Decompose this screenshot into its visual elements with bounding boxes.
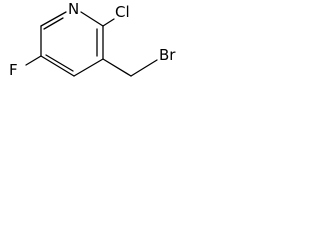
bond-n1-c6 <box>40 11 67 27</box>
atom-chlorine-label: Cl <box>115 3 130 21</box>
bond-c3-ch2 <box>102 58 132 77</box>
atom-bromine-label: Br <box>159 46 176 64</box>
molecule-structure: N Cl F Br <box>9 0 176 79</box>
atom-nitrogen-label: N <box>68 0 79 18</box>
bond-c2-cl <box>102 18 115 27</box>
bond-c5-f <box>25 55 42 66</box>
bond-c5-c4-inner <box>45 54 74 72</box>
bond-ch2-br <box>130 59 158 77</box>
bond-c4-c3 <box>73 58 104 77</box>
atom-fluorine-label: F <box>9 61 18 79</box>
bond-c2-n1 <box>80 11 104 27</box>
bond-n1-c6-inner <box>43 17 64 30</box>
bond-c5-c4 <box>40 55 75 77</box>
